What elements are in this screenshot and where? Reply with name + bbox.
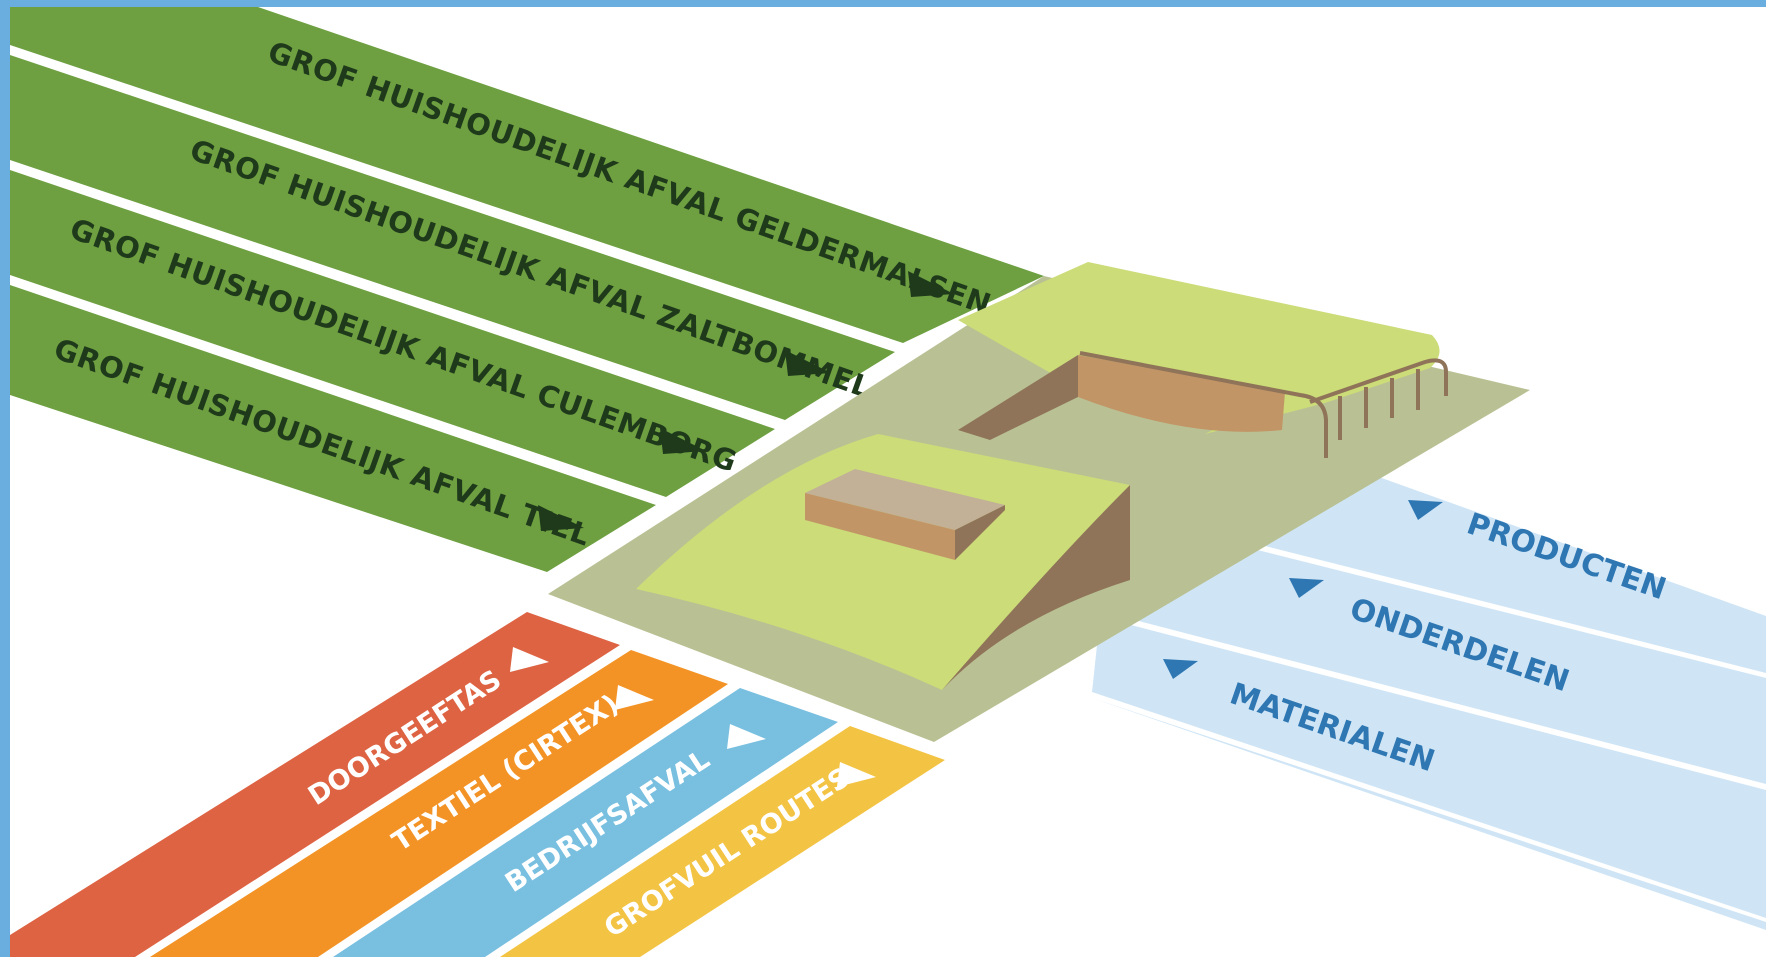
triangle-arrow-icon [1408, 500, 1443, 520]
triangle-arrow-icon [837, 762, 876, 787]
triangle-arrow-icon [1289, 578, 1324, 598]
output-band-onderdelen [1100, 540, 1766, 784]
stream-band-grofvuil [500, 726, 945, 957]
output-band-materialen [1092, 617, 1766, 918]
triangle-arrow-icon [908, 271, 954, 297]
triangle-arrow-icon [785, 350, 831, 376]
recycling-facility-icon [548, 262, 1530, 742]
inbound-band-culemborg [10, 170, 775, 497]
inbound-band-zaltbommel [10, 55, 895, 420]
inbound-bands [10, 7, 1044, 572]
inbound-band-geldermalsen [10, 7, 1044, 343]
output-bands [1092, 463, 1766, 930]
stream-band-bedrijfsafval [333, 688, 838, 957]
triangle-arrow-icon [727, 724, 766, 749]
stream-bands [10, 612, 945, 957]
triangle-arrow-icon [1163, 659, 1198, 679]
stream-band-doorgeeftas [10, 612, 620, 957]
inbound-band-tiel [10, 285, 656, 572]
stream-band-textiel [150, 650, 728, 957]
triangle-arrow-icon [510, 647, 549, 672]
triangle-arrow-icon [660, 428, 706, 454]
triangle-arrow-icon [538, 505, 584, 531]
output-band-producten [1218, 463, 1766, 673]
triangle-arrow-icon [615, 685, 654, 710]
